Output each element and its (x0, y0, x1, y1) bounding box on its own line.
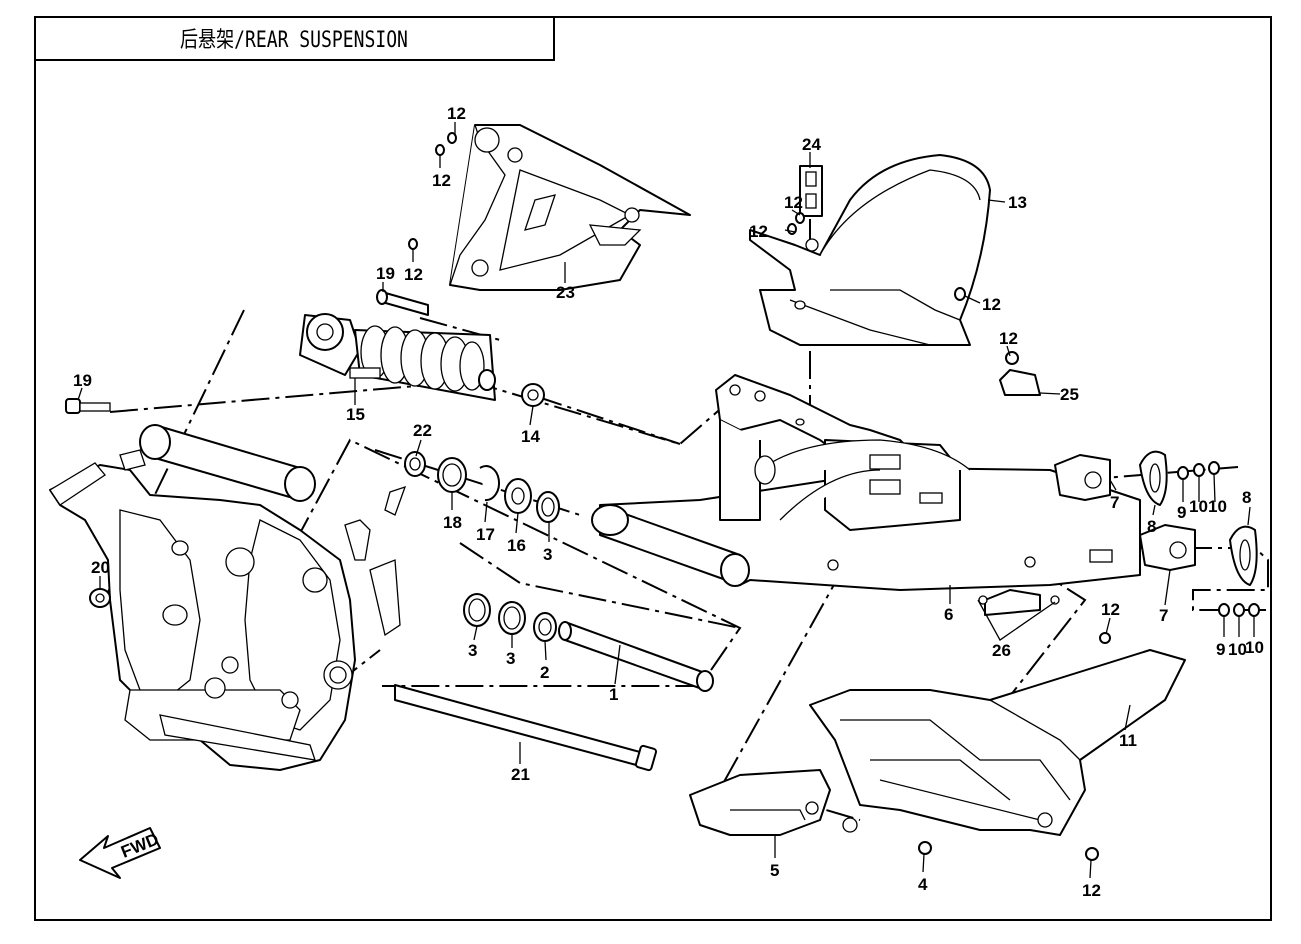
part-20-washer (89, 588, 111, 608)
part-11-chain-guard-lower (809, 649, 1186, 836)
part-23-chain-guard (449, 124, 691, 291)
callout-12: 12 (982, 295, 1001, 314)
callout-7: 7 (1159, 606, 1168, 625)
callout-12: 12 (447, 104, 466, 123)
part-21-pivot-bolt (394, 684, 658, 772)
callout-9: 9 (1216, 640, 1225, 659)
callout-4: 4 (918, 875, 928, 894)
callout-5: 5 (770, 861, 779, 880)
callout-19: 19 (73, 371, 92, 390)
part-25-clip (999, 369, 1041, 396)
callout-12: 12 (404, 265, 423, 284)
callout-12: 12 (1101, 600, 1120, 619)
part-7-adjuster-lower (1139, 524, 1196, 571)
callout-22: 22 (413, 421, 432, 440)
callout-10: 10 (1208, 497, 1227, 516)
callout-12: 12 (749, 222, 768, 241)
fwd-arrow-icon: FWD (79, 827, 161, 879)
callout-11: 11 (1119, 731, 1137, 750)
callout-24: 24 (802, 135, 821, 154)
leader-lines (77, 122, 1255, 879)
callout-12: 12 (784, 193, 803, 212)
callout-1: 1 (609, 685, 618, 704)
callout-3: 3 (468, 641, 477, 660)
callout-17: 17 (476, 525, 495, 544)
callout-3: 3 (543, 545, 552, 564)
callout-7: 7 (1110, 493, 1119, 512)
callout-12: 12 (999, 329, 1018, 348)
part-6-swingarm (591, 374, 1141, 591)
callout-12: 12 (1082, 881, 1101, 900)
callout-10: 10 (1228, 640, 1247, 659)
callout-8: 8 (1147, 517, 1156, 536)
part-15-shock-absorber (299, 313, 496, 401)
part-12-bolts (408, 132, 1111, 861)
callout-2: 2 (540, 663, 549, 682)
callout-21: 21 (511, 765, 530, 784)
frame-tube (139, 424, 316, 502)
part-24-clips (799, 165, 823, 217)
part-19-pin-upper (376, 289, 429, 316)
callout-10: 10 (1245, 638, 1264, 657)
callout-10: 10 (1189, 497, 1208, 516)
callout-13: 13 (1008, 193, 1027, 212)
bearing-stack-upper (404, 451, 560, 523)
bearing-stack-lower (463, 593, 557, 642)
part-1-sleeve (558, 621, 714, 692)
page-title: 后悬架/REAR SUSPENSION (179, 27, 408, 53)
callout-12: 12 (432, 171, 451, 190)
title-box: 后悬架/REAR SUSPENSION (34, 16, 555, 61)
callout-8: 8 (1242, 488, 1251, 507)
callout-14: 14 (521, 427, 540, 446)
callout-6: 6 (944, 605, 953, 624)
callout-3: 3 (506, 649, 515, 668)
callout-26: 26 (992, 641, 1011, 660)
callout-labels: 12 12 12 23 19 19 15 14 24 12 12 13 12 1… (73, 104, 1264, 900)
part-7-adjuster-upper (1054, 454, 1111, 501)
part-13-rear-fender (749, 154, 991, 346)
part-14-nut (521, 383, 545, 407)
callout-20: 20 (91, 558, 110, 577)
callout-16: 16 (507, 536, 526, 555)
callout-25: 25 (1060, 385, 1079, 404)
part-19-bolt-left (65, 398, 111, 414)
part-5-cover (689, 769, 831, 836)
part-26-bracket (978, 589, 1060, 616)
callout-15: 15 (346, 405, 365, 424)
part-8-plate-upper (1139, 450, 1168, 506)
callout-19: 19 (376, 264, 395, 283)
part-8-plate-lower (1229, 525, 1258, 586)
callout-9: 9 (1177, 503, 1186, 522)
callout-23: 23 (556, 283, 575, 302)
part-9-10-hardware (1177, 461, 1260, 617)
callout-18: 18 (443, 513, 462, 532)
frame-assembly (49, 449, 407, 771)
